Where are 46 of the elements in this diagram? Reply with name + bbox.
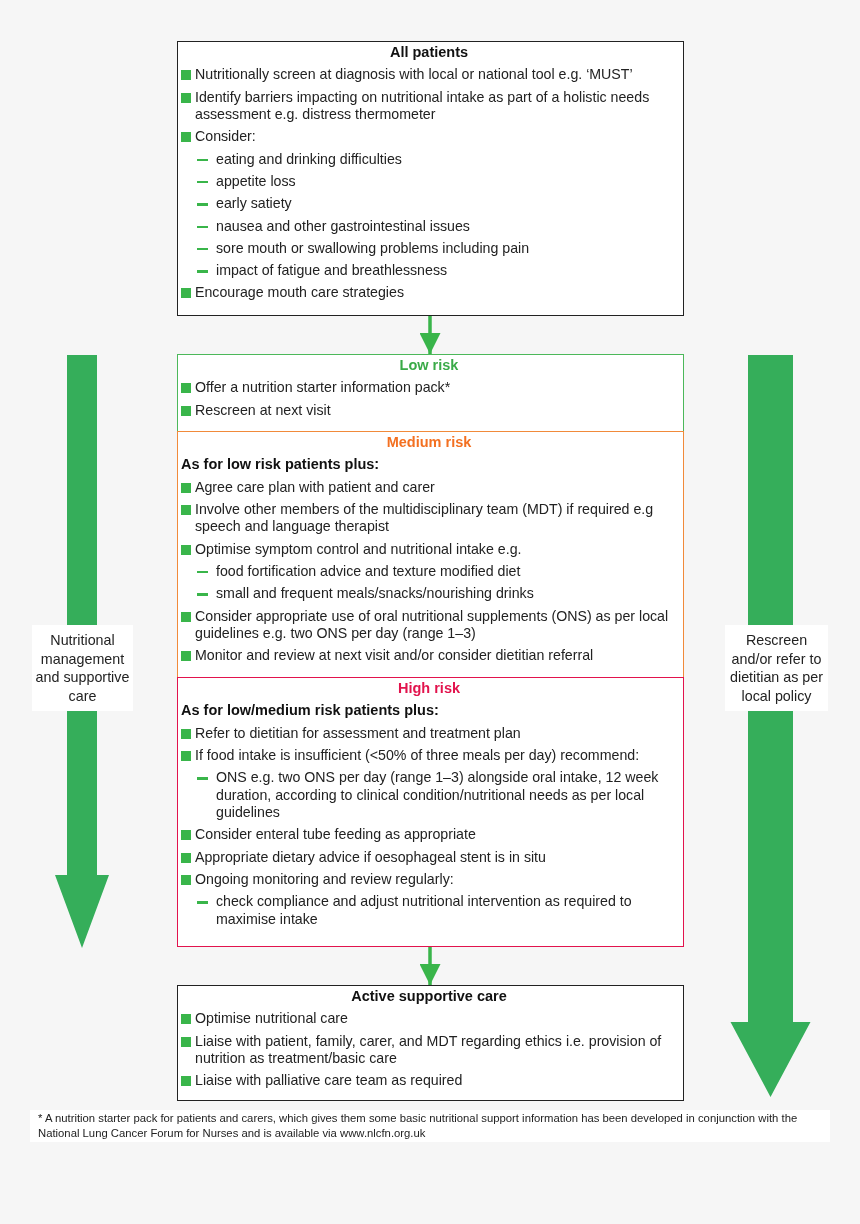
list-item: Consider appropriate use of oral nutritional supplements (ONS) as per local guidelines e.g. two ONS per day (range 1–3) [195, 607, 670, 643]
list-item: food fortification advice and texture modified diet [216, 563, 521, 581]
list-item: Offer a nutrition starter information pack* [195, 379, 451, 397]
arrow [419, 316, 441, 354]
list-item: Consider: [195, 128, 256, 146]
list-item: Consider enteral tube feeding as appropriate [195, 826, 476, 844]
process-box [177, 677, 684, 947]
list-item: impact of fatigue and breathlessness [216, 262, 448, 280]
list-item: eating and drinking difficulties [216, 150, 402, 169]
side-label: Nutritional management and supportive care [32, 625, 133, 711]
side-label: Rescreen and/or refer to dietitian as per local policy [725, 625, 828, 711]
box-heading: High risk [396, 680, 461, 698]
list-item: appetite loss [216, 173, 296, 191]
list-item: Ongoing monitoring and review regularly: [195, 871, 454, 889]
list-item: Agree care plan with patient and carer [195, 478, 435, 497]
subheading: As for low risk patients plus: [181, 456, 381, 474]
process-box [177, 985, 684, 1101]
box-heading: All patients [388, 44, 470, 62]
list-item: Identify barriers impacting on nutritional intake as part of a holistic needs assessment e.g. distress thermometer [195, 88, 651, 124]
list-item: Refer to dietitian for assessment and treatment plan [195, 724, 521, 743]
list-item: ONS e.g. two ONS per day (range 1–3) alongside oral intake, 12 week duration, according to clinical condition/nutritional needs as per local guidelines [216, 769, 660, 822]
list-item: Liaise with palliative care team as required [195, 1072, 463, 1090]
box-heading: Medium risk [385, 434, 473, 452]
list-item: Involve other members of the multidisciplinary team (MDT) if required e.g speech and language therapist [195, 500, 655, 536]
list-item: small and frequent meals/snacks/nourishing drinks [216, 585, 534, 603]
subheading: As for low/medium risk patients plus: [181, 702, 440, 720]
list-item: early satiety [216, 195, 292, 213]
process-box [177, 41, 684, 316]
arrow [419, 947, 441, 985]
footnote: * A nutrition starter pack for patients and carers, which gives them some basic nutritional support information has been developed in conjunction with the National Lung Cancer Forum for Nurses and is available via www.nlcfn.org.uk [30, 1110, 830, 1142]
list-item: If food intake is insufficient (<50% of three meals per day) recommend: [195, 746, 640, 765]
list-item: Rescreen at next visit [195, 401, 331, 420]
list-item: Nutritionally screen at diagnosis with local or national tool e.g. ‘MUST’ [195, 66, 633, 84]
list-item: Encourage mouth care strategies [195, 284, 404, 302]
list-item: nausea and other gastrointestinal issues [216, 217, 470, 236]
list-item: Appropriate dietary advice if oesophageal stent is in situ [195, 848, 546, 867]
list-item: Liaise with patient, family, carer, and MDT regarding ethics i.e. provision of nutrition as treatment/basic care [195, 1032, 663, 1068]
process-box [177, 431, 684, 678]
list-item: Optimise symptom control and nutritional intake e.g. [195, 540, 522, 559]
list-item: sore mouth or swallowing problems including pain [216, 239, 530, 258]
list-item: Monitor and review at next visit and/or consider dietitian referral [195, 647, 594, 665]
list-item: check compliance and adjust nutritional intervention as required to maximise intake [216, 893, 633, 929]
list-item: Optimise nutritional care [195, 1010, 348, 1028]
box-heading: Low risk [398, 357, 460, 375]
box-heading: Active supportive care [350, 988, 508, 1006]
process-box [177, 354, 684, 432]
